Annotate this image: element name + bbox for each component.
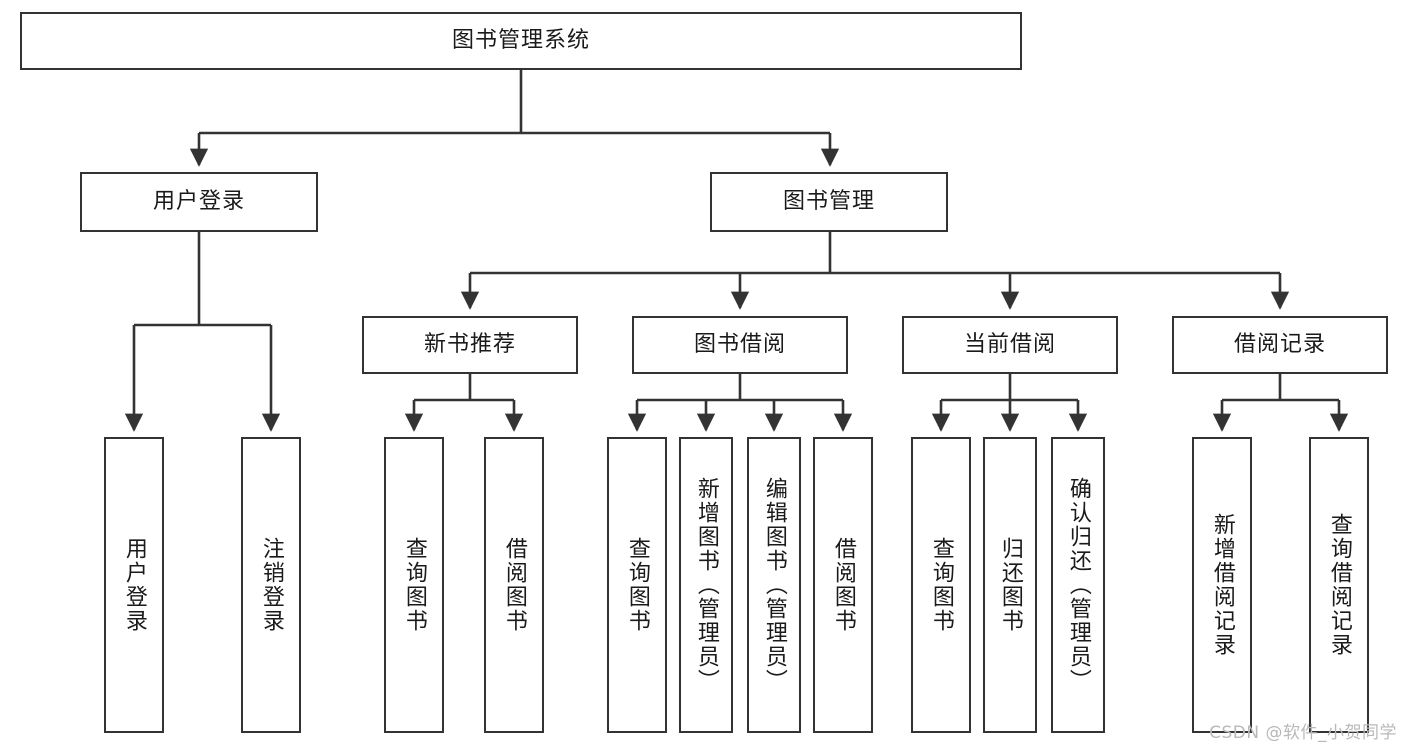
csdn-watermark: CSDN @软件_小贺同学 (1209, 723, 1397, 743)
leaf-confirm-return-admin[interactable]: 确认归还（管理员） (1051, 437, 1105, 733)
node-label: 图书借阅 (693, 331, 786, 357)
node-borrow-record[interactable]: 借阅记录 (1172, 316, 1388, 374)
node-new-book-recommend[interactable]: 新书推荐 (362, 316, 578, 374)
leaf-add-book-admin[interactable]: 新增图书（管理员） (679, 437, 733, 733)
node-label: 用户登录 (152, 188, 245, 214)
node-label: 借阅图书 (501, 537, 527, 633)
node-label: 借阅图书 (830, 537, 856, 633)
leaf-query-book-current[interactable]: 查询图书 (911, 437, 971, 733)
leaf-borrow-book-recommend[interactable]: 借阅图书 (484, 437, 544, 733)
leaf-borrow-book-borrow[interactable]: 借阅图书 (813, 437, 873, 733)
leaf-query-book-recommend[interactable]: 查询图书 (384, 437, 444, 733)
node-label: 查询图书 (928, 537, 954, 633)
node-label: 查询借阅记录 (1326, 513, 1352, 657)
node-label: 用户登录 (121, 537, 147, 633)
node-label: 确认归还（管理员） (1065, 477, 1091, 693)
leaf-add-borrow-record[interactable]: 新增借阅记录 (1192, 437, 1252, 733)
node-user-login[interactable]: 用户登录 (80, 172, 318, 232)
leaf-return-book[interactable]: 归还图书 (983, 437, 1037, 733)
node-current-borrow[interactable]: 当前借阅 (902, 316, 1118, 374)
node-label: 编辑图书（管理员） (761, 477, 787, 693)
node-label: 查询图书 (401, 537, 427, 633)
node-label: 注销登录 (258, 537, 284, 633)
node-label: 新增图书（管理员） (693, 477, 719, 693)
node-book-manage[interactable]: 图书管理 (710, 172, 948, 232)
leaf-edit-book-admin[interactable]: 编辑图书（管理员） (747, 437, 801, 733)
node-label: 新增借阅记录 (1209, 513, 1235, 657)
node-label: 查询图书 (624, 537, 650, 633)
node-label: 当前借阅 (963, 331, 1056, 357)
node-book-borrow[interactable]: 图书借阅 (632, 316, 848, 374)
node-label: 归还图书 (997, 537, 1023, 633)
node-root-book-management-system[interactable]: 图书管理系统 (20, 12, 1022, 70)
node-label: 图书管理 (782, 188, 875, 214)
leaf-query-book-borrow[interactable]: 查询图书 (607, 437, 667, 733)
leaf-user-login[interactable]: 用户登录 (104, 437, 164, 733)
node-label: 借阅记录 (1233, 331, 1326, 357)
leaf-query-borrow-record[interactable]: 查询借阅记录 (1309, 437, 1369, 733)
node-label: 图书管理系统 (451, 27, 590, 53)
node-label: 新书推荐 (423, 331, 516, 357)
leaf-logout-login[interactable]: 注销登录 (241, 437, 301, 733)
